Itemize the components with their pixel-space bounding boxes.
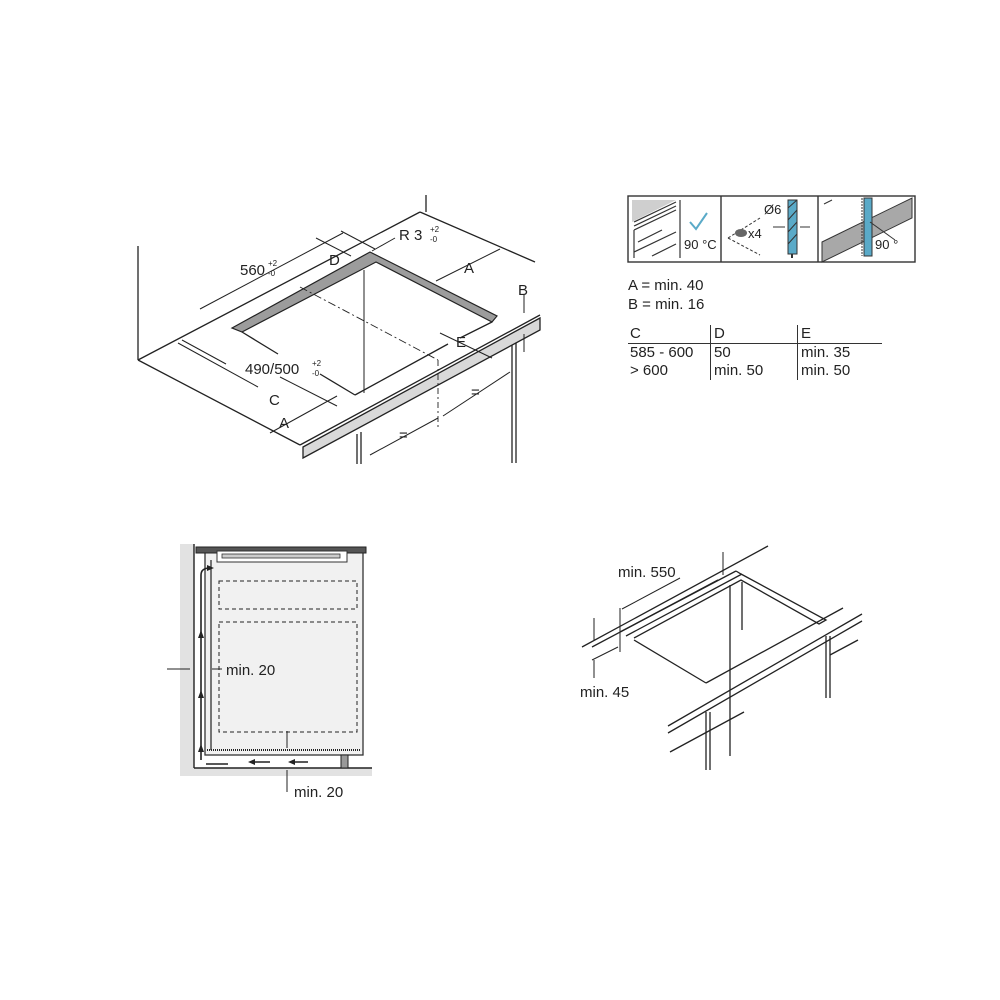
- label-c: C: [269, 392, 280, 409]
- icon-strip: 90 °C x4 Ø6 90 °: [627, 195, 916, 263]
- equal-mark-2: =: [399, 427, 408, 444]
- svg-text:-0: -0: [430, 235, 438, 244]
- equal-mark-1: =: [471, 384, 480, 401]
- label-e: E: [456, 334, 466, 351]
- spec-line-b: B = min. 16: [628, 296, 705, 313]
- table-header-e: E: [797, 325, 882, 344]
- front-clearance-drawing: [581, 545, 863, 770]
- dim-radius-label: R 3: [399, 227, 422, 244]
- label-a-front: A: [279, 415, 289, 432]
- hole-count-label: x4: [748, 226, 762, 241]
- drill-diameter-label: Ø6: [764, 202, 781, 217]
- table-cell: 50: [710, 344, 797, 362]
- svg-text:-0: -0: [312, 369, 320, 378]
- min-front-label: min. 45: [580, 684, 629, 701]
- svg-text:+2: +2: [312, 359, 322, 368]
- clearance-spec-table: A = min. 40 B = min. 16 C D E 585 - 600 …: [628, 276, 888, 380]
- label-d: D: [329, 252, 340, 269]
- svg-text:-0: -0: [268, 269, 276, 278]
- side-gap-label: min. 20: [226, 662, 275, 679]
- table-cell: min. 50: [710, 362, 797, 380]
- drill-hole-icon: x4 Ø6: [727, 199, 810, 258]
- label-b: B: [518, 282, 528, 299]
- min-width-label: min. 550: [618, 564, 676, 581]
- table-header-d: D: [710, 325, 797, 344]
- table-cell: min. 50: [797, 362, 882, 380]
- cutout-dimension-labels: 560 +2 -0 R 3 +2 -0 490/500 +2 -0 D A B …: [240, 225, 528, 444]
- table-cell: > 600: [630, 362, 668, 379]
- ventilation-section-drawing: [167, 544, 372, 792]
- label-a-back: A: [464, 260, 474, 277]
- cutout-isometric-drawing: [137, 195, 541, 464]
- table-header-c: C: [628, 325, 710, 344]
- dim-width-label: 490/500: [245, 361, 299, 378]
- temperature-label: 90 °C: [684, 237, 717, 252]
- spec-line-a: A = min. 40: [628, 277, 704, 294]
- dim-depth-label: 560: [240, 262, 265, 279]
- angle-label: 90 °: [875, 237, 898, 252]
- table-cell: 585 - 600: [630, 344, 694, 361]
- bottom-gap-label: min. 20: [294, 784, 343, 801]
- spec-grid: C D E 585 - 600 50 min. 35 > 600 min. 50…: [628, 325, 888, 380]
- saw-cut-angle-icon: 90 °: [821, 197, 913, 263]
- svg-text:+2: +2: [268, 259, 278, 268]
- table-cell: min. 35: [797, 344, 882, 362]
- heat-resistant-worktop-icon: 90 °C: [632, 200, 717, 258]
- svg-text:+2: +2: [430, 225, 440, 234]
